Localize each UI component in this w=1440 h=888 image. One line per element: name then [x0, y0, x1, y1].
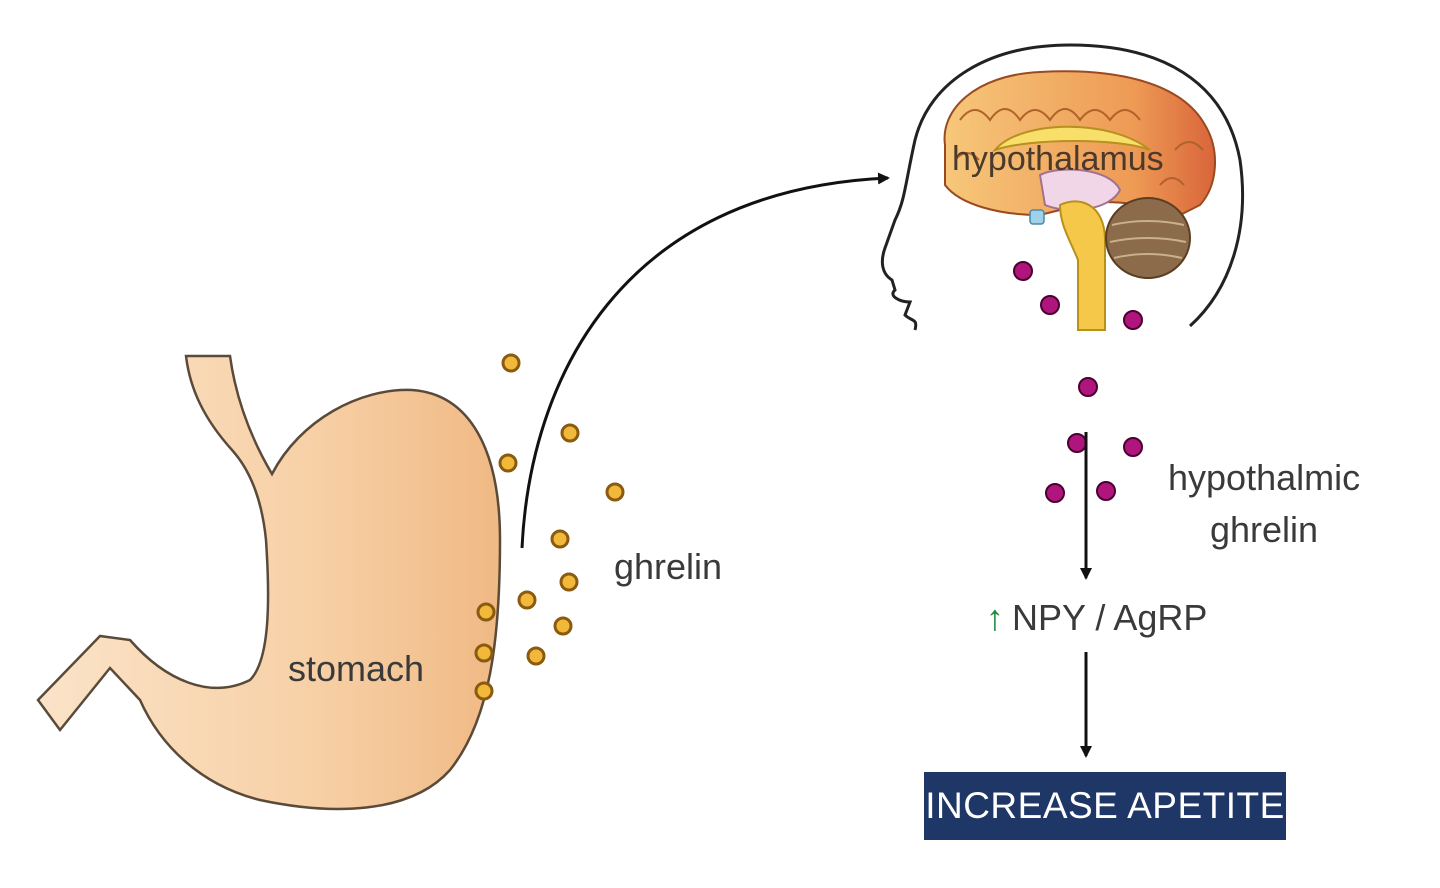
ghrelin-dot	[559, 572, 579, 592]
brain-cortex	[943, 70, 1216, 217]
ghrelin-dot	[526, 646, 546, 666]
increase-appetite-text: INCREASE APETITE	[925, 785, 1285, 826]
ghrelin-dot	[605, 482, 625, 502]
hypothalamic-ghrelin-dot	[1078, 377, 1098, 397]
npy-agrp-text: NPY / AgRP	[1012, 597, 1208, 638]
stomach-label: stomach	[288, 648, 425, 689]
ghrelin-dot	[501, 353, 521, 373]
hypothalamic-ghrelin-dot	[1013, 261, 1033, 281]
hypothalamic-ghrelin-dot	[1096, 481, 1116, 501]
hypothalamic-ghrelin-dot	[1123, 310, 1143, 330]
hypothalmic-ghrelin-line1: hypothalmic	[1168, 457, 1361, 498]
hypothalamic-ghrelin-dot	[1045, 483, 1065, 503]
stomach-to-brain-arrow	[520, 172, 890, 549]
ghrelin-dot	[550, 529, 570, 549]
ghrelin-label: ghrelin	[614, 546, 723, 587]
head-outline	[880, 43, 1244, 331]
ghrelin-dots	[474, 353, 625, 701]
ghrelin-dot	[498, 453, 518, 473]
increase-appetite-box: INCREASE APETITE	[924, 772, 1286, 840]
pituitary	[1029, 209, 1045, 225]
stomach-shape	[36, 354, 502, 811]
ghrelin-dot	[474, 681, 494, 701]
ghrelin-dot	[560, 423, 580, 443]
hypothalamic-ghrelin-dot	[1123, 437, 1143, 457]
npy-agrp-label: ↑NPY / AgRP	[986, 597, 1207, 639]
ghrelin-dot	[474, 643, 494, 663]
ghrelin-dot	[517, 590, 537, 610]
cerebellum-folds	[1109, 220, 1187, 259]
brainstem	[1058, 200, 1106, 331]
ghrelin-dot	[553, 616, 573, 636]
hypothalmic-ghrelin-line2: ghrelin	[1210, 509, 1319, 550]
hypothalamic-ghrelin-dot	[1040, 295, 1060, 315]
corpus-callosum	[991, 125, 1151, 153]
hypothalamus-label: hypothalamus	[952, 140, 1164, 178]
up-arrow-icon: ↑	[986, 597, 1004, 638]
brain-gyri	[954, 108, 1204, 186]
ghrelin-dot	[476, 602, 496, 622]
hypothalamic-ghrelin-dots	[1013, 261, 1143, 503]
hypothalmic-ghrelin-label: hypothalmic ghrelin	[1168, 452, 1360, 556]
hypothalamic-ghrelin-dot	[1067, 433, 1087, 453]
